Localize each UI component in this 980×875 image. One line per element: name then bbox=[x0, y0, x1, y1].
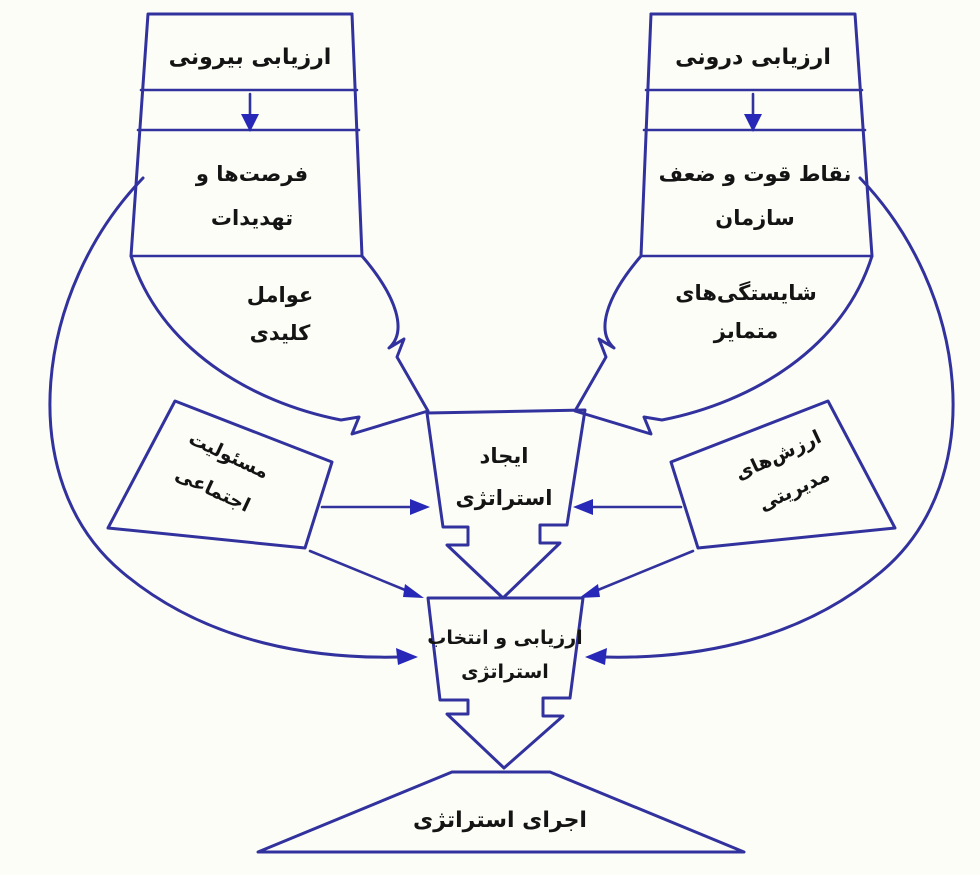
strategy-creation-box bbox=[425, 408, 587, 600]
strategy-creation-label-line1: ایجاد bbox=[480, 444, 529, 468]
strategy-evaluation-box bbox=[426, 596, 585, 770]
distinctive-competencies-label-line2: متمایز bbox=[713, 319, 779, 343]
strengths-weaknesses-label-line2: سازمان bbox=[715, 206, 794, 230]
external-assessment-label: ارزیابی بیرونی bbox=[169, 45, 332, 70]
key-factors-band-arrow bbox=[129, 254, 430, 436]
internal-assessment-box bbox=[639, 12, 874, 258]
arrowhead-icon bbox=[403, 584, 424, 598]
internal-assessment-label: ارزیابی درونی bbox=[675, 45, 831, 70]
arrowhead-icon bbox=[410, 499, 430, 515]
internal-swoosh-curve bbox=[601, 176, 955, 659]
down-arrow-icon bbox=[241, 114, 259, 132]
external-box-left-outline bbox=[129, 12, 354, 258]
competencies-band-arrow bbox=[573, 254, 874, 436]
external-to-evaluation-arrow bbox=[48, 176, 418, 665]
internal-box-right-outline bbox=[649, 12, 874, 258]
managerial-values-outline bbox=[669, 399, 897, 550]
social-to-evaluation-arrow bbox=[308, 549, 412, 594]
opportunities-threats-label-line1: فرصت‌ها و bbox=[195, 162, 308, 186]
internal-to-evaluation-arrow bbox=[585, 176, 955, 665]
social-responsibility-outline bbox=[106, 399, 334, 550]
arrowhead-icon bbox=[396, 648, 418, 665]
managerial-values-box bbox=[573, 399, 897, 598]
external-swoosh-curve bbox=[48, 176, 402, 659]
social-responsibility-label: مسئولیت اجتماعی bbox=[172, 427, 273, 516]
arrowhead-icon bbox=[573, 499, 593, 515]
distinctive-competencies-label-line1: شایستگی‌های bbox=[675, 280, 817, 305]
external-assessment-box bbox=[129, 12, 364, 258]
key-factors-label-line2: کلیدی bbox=[250, 321, 312, 345]
down-arrow-icon bbox=[744, 114, 762, 132]
arrowhead-icon bbox=[585, 648, 607, 665]
strategy-implementation-trapezoid bbox=[256, 770, 746, 854]
strategy-evaluation-label-line2: استراتژی bbox=[461, 661, 549, 683]
arrowhead-icon bbox=[579, 584, 600, 598]
values-to-evaluation-arrow bbox=[591, 549, 695, 594]
strategy-evaluation-label-line1: ارزیابی و انتخاب bbox=[427, 627, 582, 649]
external-box-right-outline bbox=[350, 12, 364, 258]
managerial-values-label: ارزش‌های مدیریتی bbox=[732, 426, 834, 516]
strategy-creation-label-line2: استراتژی bbox=[456, 486, 553, 510]
social-responsibility-box bbox=[106, 399, 430, 598]
internal-box-left-outline bbox=[639, 12, 653, 258]
opportunities-threats-label-line2: تهدیدات bbox=[211, 206, 293, 230]
strategy-implementation-label: اجرای استراتژی bbox=[413, 808, 587, 833]
key-factors-label-line1: عوامل bbox=[247, 283, 313, 307]
strengths-weaknesses-label-line1: نقاط قوت و ضعف bbox=[659, 162, 852, 186]
